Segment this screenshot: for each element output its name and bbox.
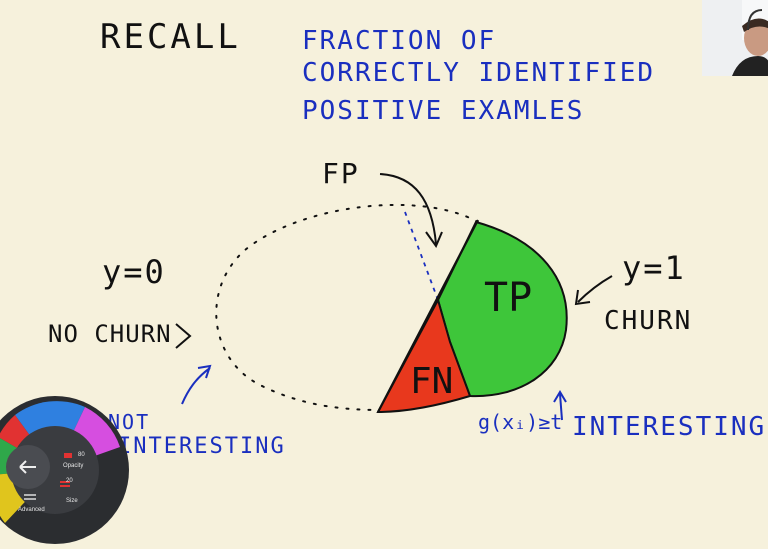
interesting-label: INTERESTING — [572, 412, 767, 442]
not-interesting-line-2: INTERESTING — [118, 434, 286, 459]
size-label: Size — [66, 498, 78, 504]
size-value[interactable]: 20 — [66, 478, 73, 484]
fp-arrow — [379, 173, 437, 245]
nochurn-arrowhead — [175, 323, 192, 349]
opacity-value[interactable]: 80 — [78, 452, 85, 458]
not-interesting-line-1: NOT — [108, 410, 151, 434]
definition-line-2: CORRECTLY IDENTIFIED — [302, 58, 656, 88]
interesting-arrowhead — [553, 390, 567, 403]
fp-arrowhead — [425, 231, 443, 249]
threshold-line — [377, 219, 479, 413]
y0-label: y=0 — [102, 253, 166, 291]
whiteboard-canvas[interactable]: RECALL FRACTION OF CORRECTLY IDENTIFIED … — [0, 0, 768, 527]
presenter-avatar — [702, 0, 768, 76]
tp-label: TP — [484, 275, 533, 321]
threshold-label: g(xᵢ)≥t — [478, 410, 563, 434]
advanced-settings-icon — [24, 494, 36, 500]
churn-label: CHURN — [604, 306, 693, 336]
y1-label: y=1 — [622, 249, 686, 287]
tool-wheel[interactable]: Opacity 80 Size 20 Advanced — [0, 395, 130, 545]
no-churn-label: NO CHURN — [48, 320, 172, 348]
back-arrow-icon — [19, 460, 36, 474]
fn-region — [376, 297, 472, 414]
opacity-label: Opacity — [63, 463, 84, 469]
definition-line-3: POSITIVE EXAMLES — [302, 96, 585, 126]
churn-arrow — [577, 275, 613, 303]
advanced-label[interactable]: Advanced — [18, 507, 45, 513]
fp-boundary-dashed — [404, 211, 439, 301]
definition-line-1: FRACTION OF — [302, 26, 497, 56]
interesting-arrow — [559, 393, 563, 421]
page-title: RECALL — [100, 17, 241, 57]
tp-region — [436, 220, 568, 398]
churn-arrowhead — [574, 289, 591, 306]
webcam-overlay — [702, 0, 768, 76]
fp-label: FP — [322, 157, 360, 190]
not-interesting-arrow — [181, 367, 211, 405]
not-interesting-arrowhead — [197, 364, 212, 379]
fn-label: FN — [410, 361, 454, 402]
drawing-layer — [175, 173, 613, 421]
dataset-ellipse — [215, 203, 479, 411]
color-wheel — [0, 396, 129, 544]
